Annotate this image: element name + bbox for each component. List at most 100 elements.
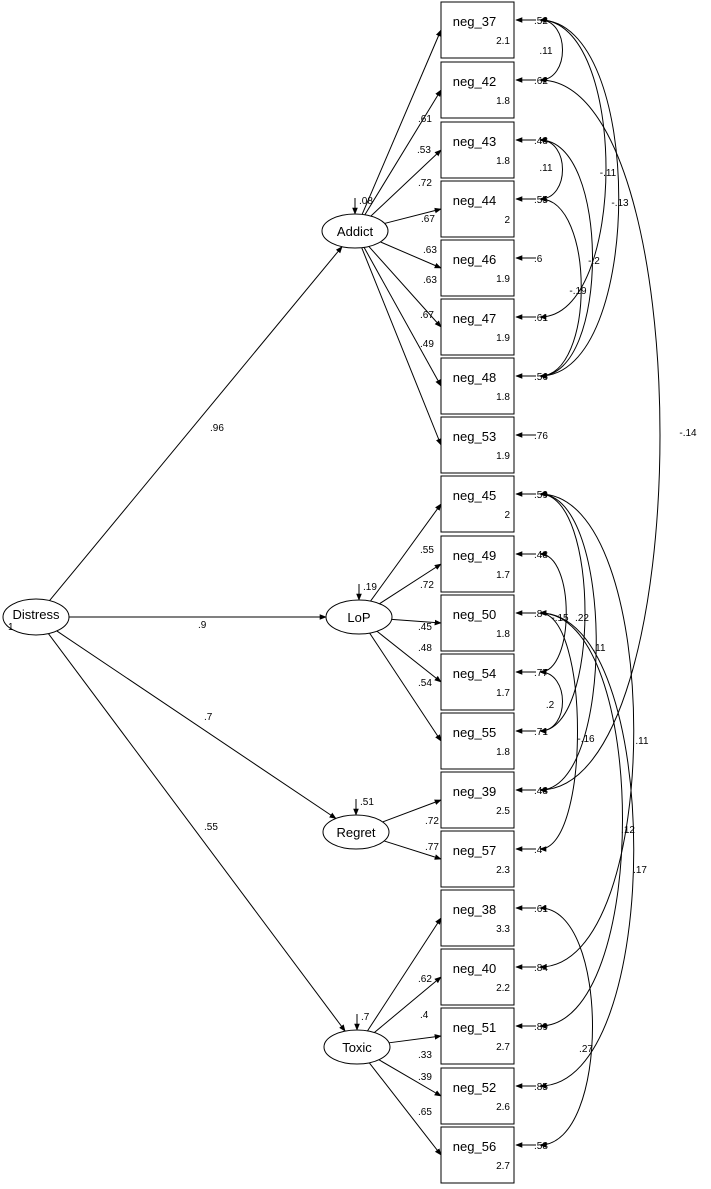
indicator-mean: 1.8	[496, 96, 510, 107]
covariance-arc-neg_49-neg_54	[539, 551, 567, 675]
indicator-box	[440, 180, 515, 238]
indicator-mean: 1.7	[496, 688, 510, 699]
indicator-neg_54: neg_541.7.77	[440, 653, 548, 711]
loading-weight: .72	[420, 580, 434, 591]
indicator-mean: 1.9	[496, 333, 510, 344]
loading-weight: .72	[425, 816, 439, 827]
indicator-neg_48: neg_481.8.56	[440, 357, 548, 415]
error-variance: .8	[534, 609, 543, 620]
indicator-box	[440, 830, 515, 888]
error-variance: .84	[534, 963, 548, 974]
covariance-label: -.2	[588, 256, 600, 267]
loading-weight: .54	[418, 678, 432, 689]
indicator-neg_50: neg_501.8.8	[440, 594, 543, 652]
indicator-box	[440, 889, 515, 947]
indicator-mean: 2.5	[496, 806, 510, 817]
covariance-arc-neg_38-neg_56	[539, 905, 593, 1148]
covariance-label: -.11	[600, 168, 617, 179]
loading-weight: .49	[420, 339, 434, 350]
indicator-neg_44: neg_442.55	[440, 180, 548, 238]
indicator-mean: 1.8	[496, 156, 510, 167]
indicator-name: neg_47	[453, 311, 496, 326]
indicator-neg_57: neg_572.3.4	[440, 830, 543, 888]
structural-weight: .9	[198, 620, 207, 631]
indicator-neg_52: neg_522.6.85	[440, 1067, 548, 1125]
path-arrows	[48, 29, 442, 1156]
indicator-neg_55: neg_551.8.71	[440, 712, 548, 770]
indicator-name: neg_53	[453, 429, 496, 444]
loading-weight: .65	[418, 1107, 432, 1118]
indicator-box	[440, 653, 515, 711]
structural-path-toxic	[48, 633, 346, 1032]
disturbance-value: .19	[363, 582, 377, 593]
covariance-arc-neg_50-neg_57	[539, 610, 578, 852]
structural-path-regret	[56, 630, 337, 819]
indicator-box	[440, 298, 515, 356]
loading-path-neg_52	[378, 1059, 442, 1097]
indicator-name: neg_43	[453, 134, 496, 149]
loading-path-neg_45	[370, 503, 442, 602]
path-coefficient-labels: .11-.11-.13.11-.2-.19-.14-.15.22.2.11-.1…	[198, 46, 697, 1118]
indicator-box	[440, 357, 515, 415]
variable-nodes: Distress1Addict.08LoP.19Regret.51Toxic.7…	[2, 1, 548, 1184]
loading-path-neg_44	[384, 207, 442, 224]
latent-addict: Addict.08	[321, 196, 389, 249]
indicator-box	[440, 239, 515, 297]
error-variance: .59	[534, 490, 548, 501]
loading-weight: .53	[417, 145, 431, 156]
covariance-label: .17	[633, 865, 647, 876]
indicator-mean: 2.7	[496, 1161, 510, 1172]
error-variance: .58	[534, 1141, 548, 1152]
indicator-mean: 2.6	[496, 1102, 510, 1113]
indicator-name: neg_44	[453, 193, 496, 208]
covariance-arc-neg_37-neg_47	[539, 17, 607, 320]
disturbance-value: .08	[359, 196, 373, 207]
error-variance: .6	[534, 254, 543, 265]
indicator-neg_39: neg_392.5.48	[440, 771, 548, 829]
covariance-label: -.19	[569, 286, 587, 297]
loading-path-neg_48	[363, 247, 442, 387]
indicator-neg_51: neg_512.7.89	[440, 1007, 548, 1065]
covariance-label: .11	[539, 163, 553, 174]
covariance-label: .12	[621, 825, 635, 836]
indicator-box	[440, 948, 515, 1006]
covariance-arc-neg_50-neg_51	[539, 610, 623, 1029]
structural-path-addict	[49, 246, 343, 601]
indicator-neg_43: neg_431.8 .48	[440, 121, 548, 179]
covariance-arc-neg_37-neg_42	[539, 17, 563, 83]
indicator-box	[440, 1, 515, 59]
indicator-name: neg_50	[453, 607, 496, 622]
indicator-mean: 2.1	[496, 36, 510, 47]
covariance-label: .11	[539, 46, 553, 57]
indicator-mean: 2	[504, 215, 510, 226]
covariance-arc-neg_37-neg_48	[539, 17, 620, 379]
indicator-neg_45: neg_452.59	[440, 475, 548, 533]
indicator-mean: 1.9	[496, 451, 510, 462]
loading-path-neg_57	[383, 840, 442, 860]
covariance-label: -.15	[551, 613, 569, 624]
indicator-mean: 1.8	[496, 392, 510, 403]
error-variance: .48	[534, 136, 548, 147]
covariance-arc-neg_43-neg_48	[539, 137, 593, 379]
loading-path-neg_51	[388, 1034, 442, 1044]
loading-path-neg_55	[369, 632, 442, 742]
indicator-name: neg_51	[453, 1020, 496, 1035]
loading-weight: .67	[420, 310, 434, 321]
loading-weight: .48	[418, 643, 432, 654]
indicator-name: neg_57	[453, 843, 496, 858]
indicator-box	[440, 771, 515, 829]
indicator-box	[440, 535, 515, 593]
indicator-neg_47: neg_471.9.61	[440, 298, 548, 356]
indicator-name: neg_52	[453, 1080, 496, 1095]
indicator-neg_46: neg_461.9.6	[440, 239, 543, 297]
indicator-name: neg_38	[453, 902, 496, 917]
indicator-box	[440, 594, 515, 652]
loading-weight: .33	[418, 1050, 432, 1061]
loading-weight: .55	[420, 545, 434, 556]
latent-variance: 1	[8, 622, 14, 633]
loading-weight: .67	[421, 214, 435, 225]
loading-path-neg_56	[368, 1062, 442, 1156]
indicator-mean: 2.3	[496, 865, 510, 876]
